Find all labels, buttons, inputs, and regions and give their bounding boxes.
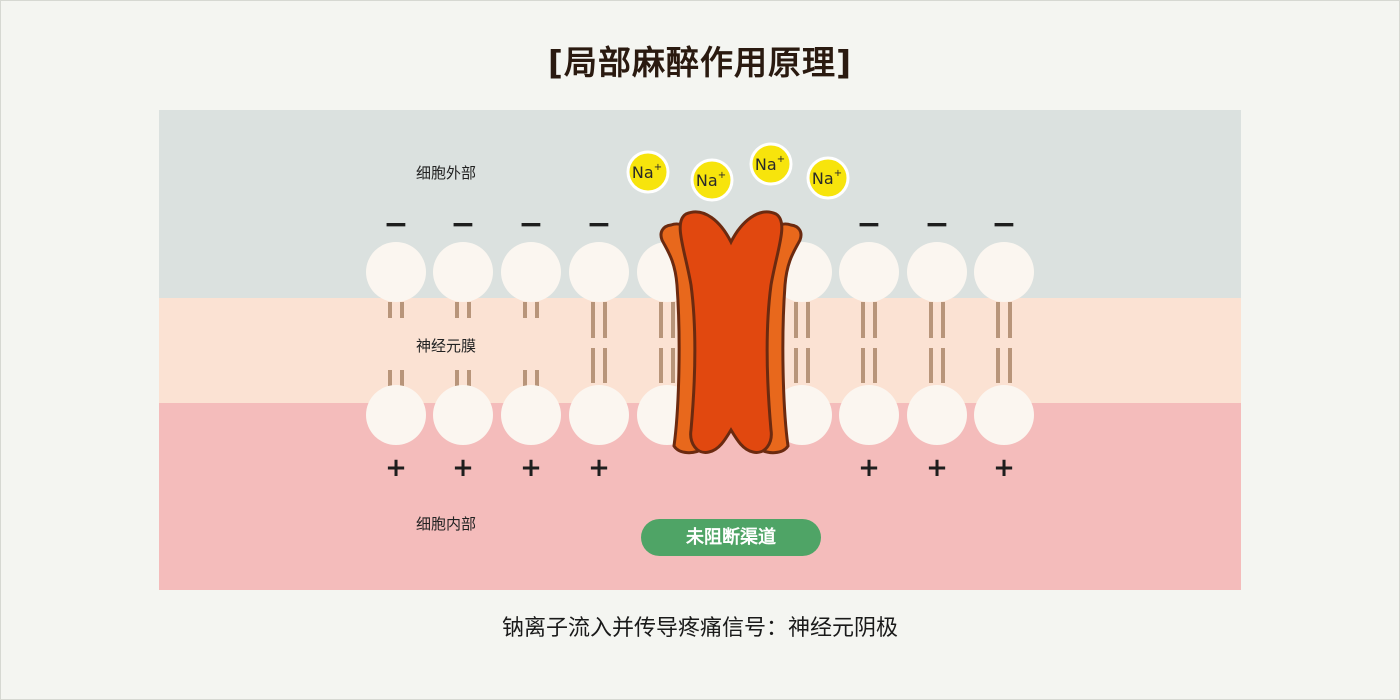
lipid-head-outer — [907, 242, 967, 302]
lipid-head-inner — [366, 385, 426, 445]
outside-label: 细胞外部 — [416, 164, 477, 182]
inside-label: 细胞内部 — [416, 515, 477, 533]
negative-charge: − — [450, 207, 475, 242]
sodium-ions: Na+Na+Na+Na+ — [626, 142, 850, 202]
membrane-charges: − + − + − + − + − + − + − + — [383, 207, 1016, 483]
diagram-title: [局部麻醉作用原理] — [547, 43, 853, 82]
lipid-head-inner — [569, 385, 629, 445]
positive-charge: + — [385, 453, 407, 483]
negative-charge: − — [586, 207, 611, 242]
membrane-diagram: − + − + − + − + − + − + − + Na+Na+Na+Na+ 细胞外部 神经元膜 细胞… — [159, 110, 1241, 590]
lipid-head-inner — [433, 385, 493, 445]
negative-charge: − — [383, 207, 408, 242]
positive-charge: + — [993, 453, 1015, 483]
negative-charge: − — [856, 207, 881, 242]
positive-charge: + — [926, 453, 948, 483]
positive-charge: + — [520, 453, 542, 483]
lipid-head-outer — [501, 242, 561, 302]
positive-charge: + — [588, 453, 610, 483]
positive-charge: + — [858, 453, 880, 483]
diagram-caption: 钠离子流入并传导疼痛信号：神经元阴极 — [501, 616, 898, 641]
channel-status-badge: 未阻断渠道 — [641, 519, 821, 556]
channel-core — [678, 210, 784, 454]
lipid-head-outer — [839, 242, 899, 302]
sodium-ion — [806, 156, 850, 200]
sodium-channel — [659, 210, 803, 455]
sodium-ion — [749, 142, 793, 186]
lipid-head-inner — [839, 385, 899, 445]
membrane-label: 神经元膜 — [416, 337, 477, 355]
lipid-head-outer — [366, 242, 426, 302]
lipid-head-inner — [974, 385, 1034, 445]
membrane-svg: − + − + − + − + − + − + − + Na+Na+Na+Na+ — [159, 110, 1241, 590]
negative-charge: − — [924, 207, 949, 242]
negative-charge: − — [991, 207, 1016, 242]
lipid-head-inner — [501, 385, 561, 445]
lipid-head-outer — [569, 242, 629, 302]
sodium-ion — [626, 150, 670, 194]
negative-charge: − — [518, 207, 543, 242]
lipid-head-outer — [974, 242, 1034, 302]
positive-charge: + — [452, 453, 474, 483]
lipid-head-outer — [433, 242, 493, 302]
sodium-ion — [690, 158, 734, 202]
lipid-head-inner — [907, 385, 967, 445]
